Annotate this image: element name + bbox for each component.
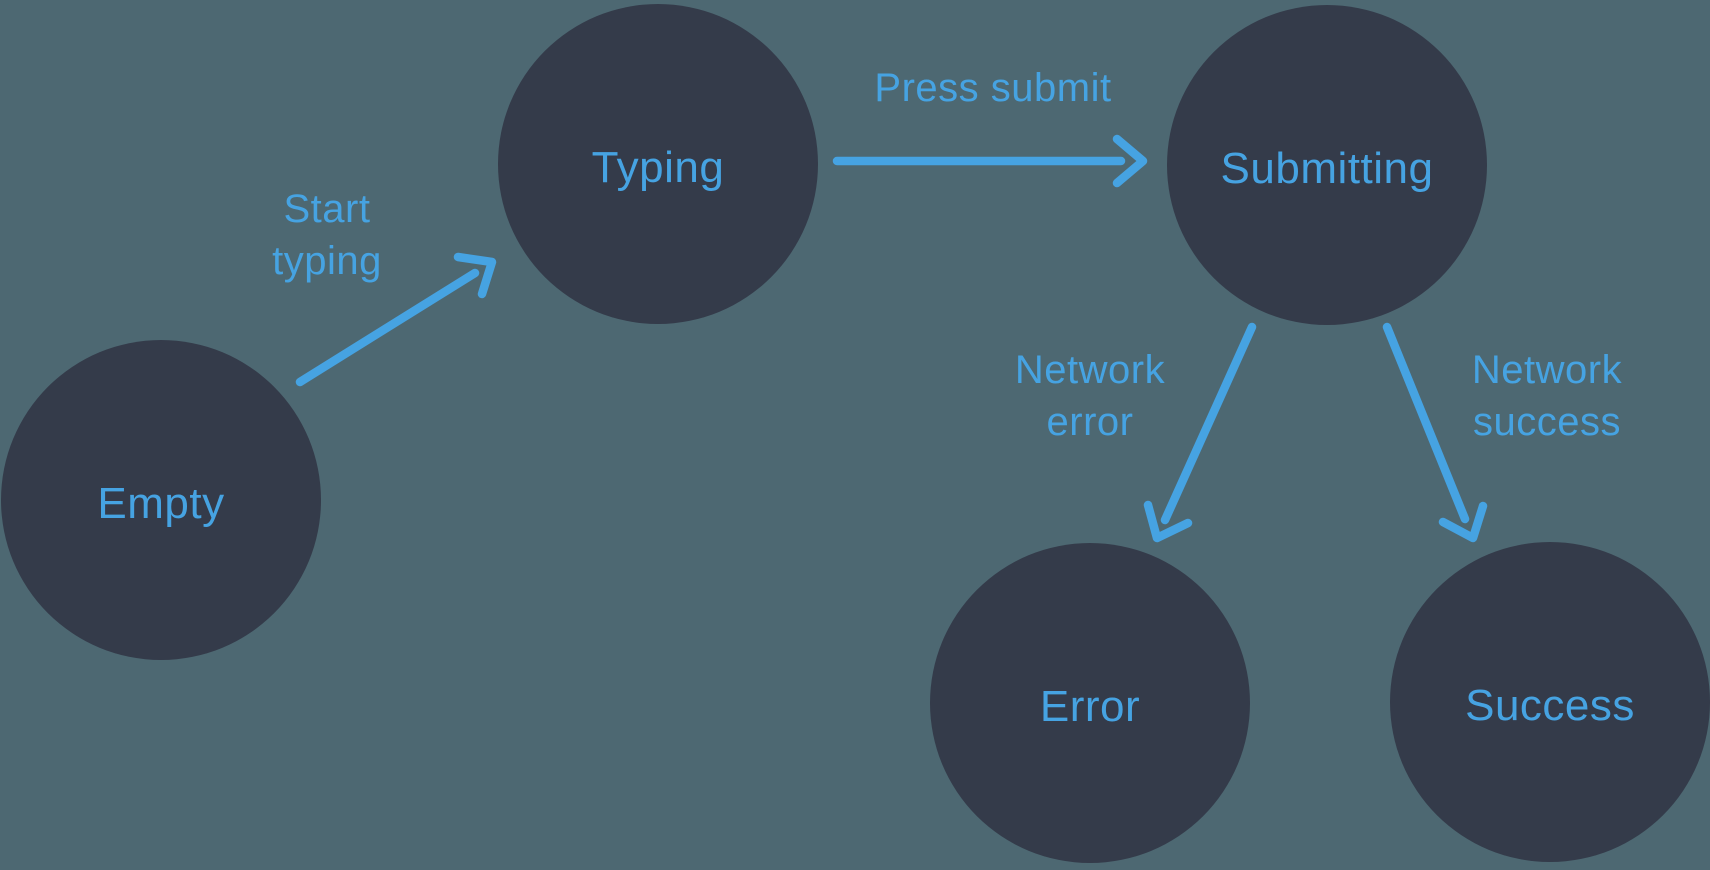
edge-label-network-error: Network error bbox=[1014, 348, 1166, 444]
edge-label-start-typing: Start typing bbox=[272, 187, 382, 283]
state-node-success: Success bbox=[1390, 542, 1710, 862]
state-node-error-label: Error bbox=[1039, 682, 1141, 731]
state-node-empty: Empty bbox=[1, 340, 321, 660]
state-node-error: Error bbox=[930, 543, 1250, 863]
edge-arrow-start-typing bbox=[295, 252, 497, 387]
edge-arrow-network-success bbox=[1382, 322, 1488, 543]
edge-label-press-submit: Press submit bbox=[874, 66, 1112, 110]
edge-arrow-network-error bbox=[1143, 322, 1257, 543]
state-node-success-label: Success bbox=[1465, 681, 1635, 730]
edge-label-network-success: Network success bbox=[1471, 348, 1623, 444]
state-node-submitting-label: Submitting bbox=[1220, 144, 1434, 193]
state-node-typing-label: Typing bbox=[591, 143, 725, 192]
state-node-empty-label: Empty bbox=[97, 479, 225, 528]
edge-arrow-press-submit bbox=[832, 134, 1148, 188]
state-node-submitting: Submitting bbox=[1167, 5, 1487, 325]
state-node-typing: Typing bbox=[498, 4, 818, 324]
